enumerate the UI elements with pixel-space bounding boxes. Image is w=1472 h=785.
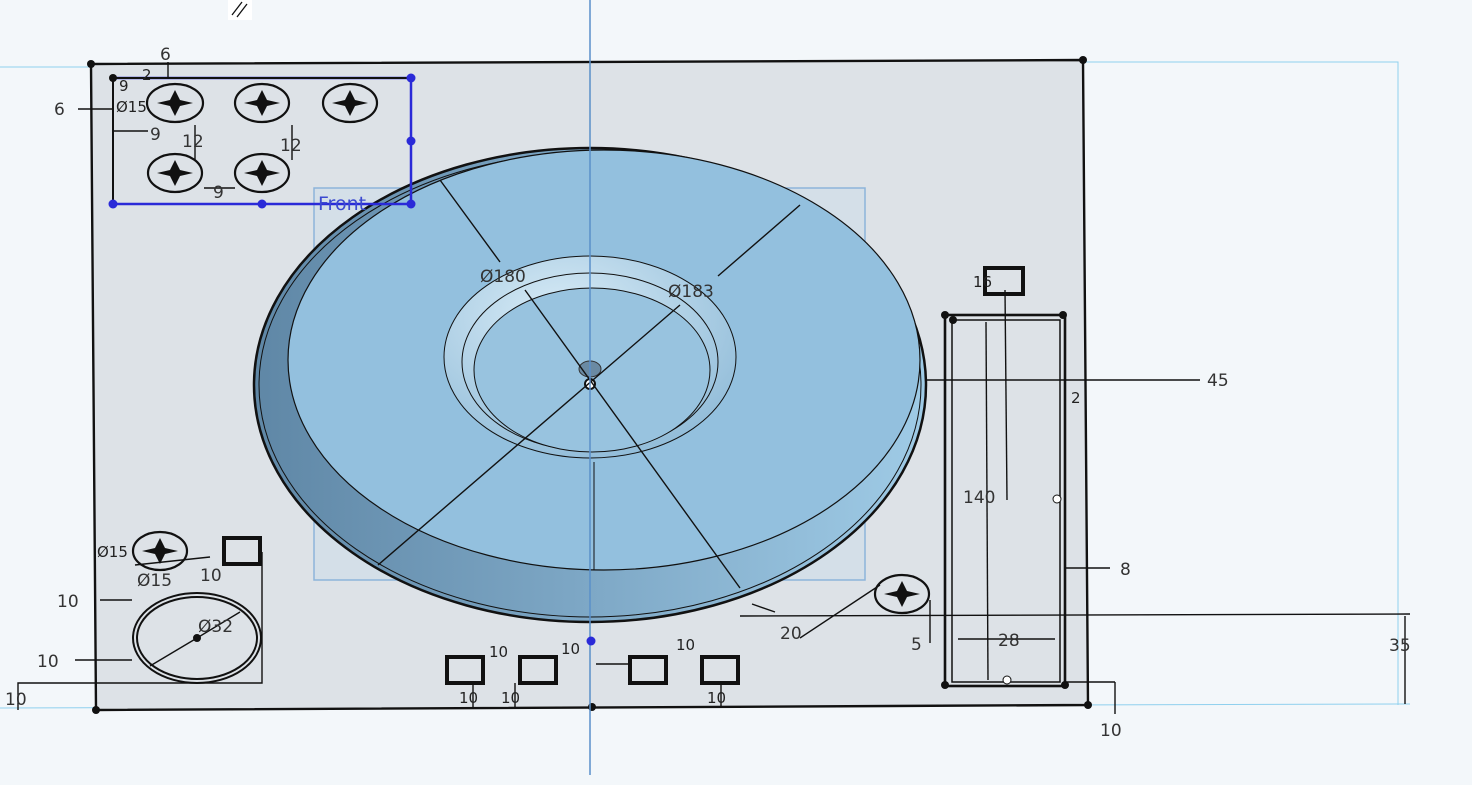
dim-label[interactable]: Ø15: [97, 543, 128, 561]
dim-slot-height[interactable]: 35: [1389, 636, 1411, 656]
dim-label[interactable]: 10: [489, 643, 508, 661]
dim-hole[interactable]: 16: [973, 273, 992, 291]
dim-slot-side[interactable]: 5: [911, 635, 922, 655]
dim-label[interactable]: 2: [142, 66, 152, 84]
dim-label[interactable]: Ø15: [116, 98, 147, 116]
front-plane-label: Front: [318, 193, 366, 215]
dim-label[interactable]: 9: [213, 183, 224, 203]
selected-sketch-region[interactable]: [108, 73, 416, 209]
dim-slot-edge[interactable]: 8: [1120, 560, 1131, 580]
dim-inner-diameter[interactable]: Ø180: [480, 267, 526, 287]
dim-label[interactable]: 9: [150, 125, 161, 145]
dim-slot-width[interactable]: 28: [998, 631, 1020, 651]
dim-label[interactable]: 10: [5, 690, 27, 710]
dim-slot-bottom[interactable]: 10: [1100, 721, 1122, 741]
dim-label[interactable]: 10: [459, 689, 478, 707]
star-holes[interactable]: [131, 82, 931, 615]
dim-label[interactable]: 10: [561, 640, 580, 658]
dimension-labels[interactable]: 6 2 9 Ø15 6 9 12 12 9 Ø180 Ø183 45 2 140…: [5, 45, 1411, 741]
dim-label[interactable]: 10: [200, 566, 222, 586]
dim-slot-gap[interactable]: 2: [1071, 389, 1081, 407]
parallel-constraint-icon[interactable]: [228, 0, 252, 20]
dim-outer-diameter[interactable]: Ø183: [668, 282, 714, 302]
slot-points: [941, 311, 1069, 689]
dim-slot-offset[interactable]: 45: [1207, 371, 1229, 391]
dim-label[interactable]: 9: [119, 77, 129, 95]
dim-label[interactable]: 10: [501, 689, 520, 707]
dim-label[interactable]: 10: [37, 652, 59, 672]
dim-label[interactable]: 6: [54, 100, 65, 120]
axis-point[interactable]: [586, 636, 596, 646]
dimension-lines: [17, 62, 1411, 714]
dim-label[interactable]: 10: [707, 689, 726, 707]
star-glyphs: [142, 90, 920, 607]
square-pockets[interactable]: [222, 266, 1025, 685]
turntable-disc[interactable]: [252, 146, 928, 624]
dim-slot-length[interactable]: 140: [963, 488, 995, 508]
dim-label[interactable]: 10: [57, 592, 79, 612]
diameter-leaders: [377, 179, 801, 589]
dim-label[interactable]: Ø15: [137, 571, 172, 591]
dim-angled[interactable]: 20: [780, 624, 802, 644]
dim-label[interactable]: Ø32: [198, 617, 233, 637]
dim-label[interactable]: 10: [676, 636, 695, 654]
dim-label[interactable]: 12: [182, 132, 204, 152]
dim-label[interactable]: 12: [280, 136, 302, 156]
dim-label[interactable]: 6: [160, 45, 171, 65]
